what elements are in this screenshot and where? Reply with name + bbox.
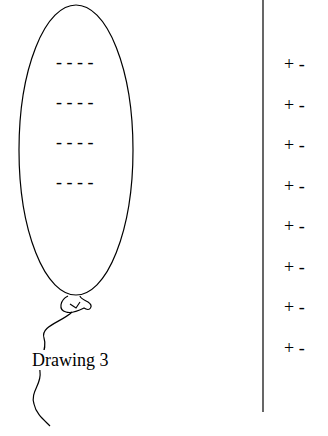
wall-charges: + - [284, 54, 305, 74]
wall-charges: + - [284, 176, 305, 196]
negative-charges: - - - - [56, 52, 93, 72]
wall-charges: + - [284, 95, 305, 115]
negative-charges: - - - - [56, 92, 93, 112]
balloon-knot [61, 296, 91, 313]
wall-line [262, 0, 263, 412]
wall-charges: + - [284, 338, 305, 358]
balloon-ellipse [19, 5, 133, 295]
negative-charges: - - - - [56, 172, 93, 192]
negative-charges: - - - - [56, 132, 93, 152]
drawing-caption: Drawing 3 [30, 350, 110, 370]
balloon: - - - - - - - - - - - - - - - - [18, 4, 134, 296]
wall-charges: + - [284, 135, 305, 155]
wall-charges: + - [284, 297, 305, 317]
wall-charges: + - [284, 257, 305, 277]
wall-charges: + - [284, 216, 305, 236]
